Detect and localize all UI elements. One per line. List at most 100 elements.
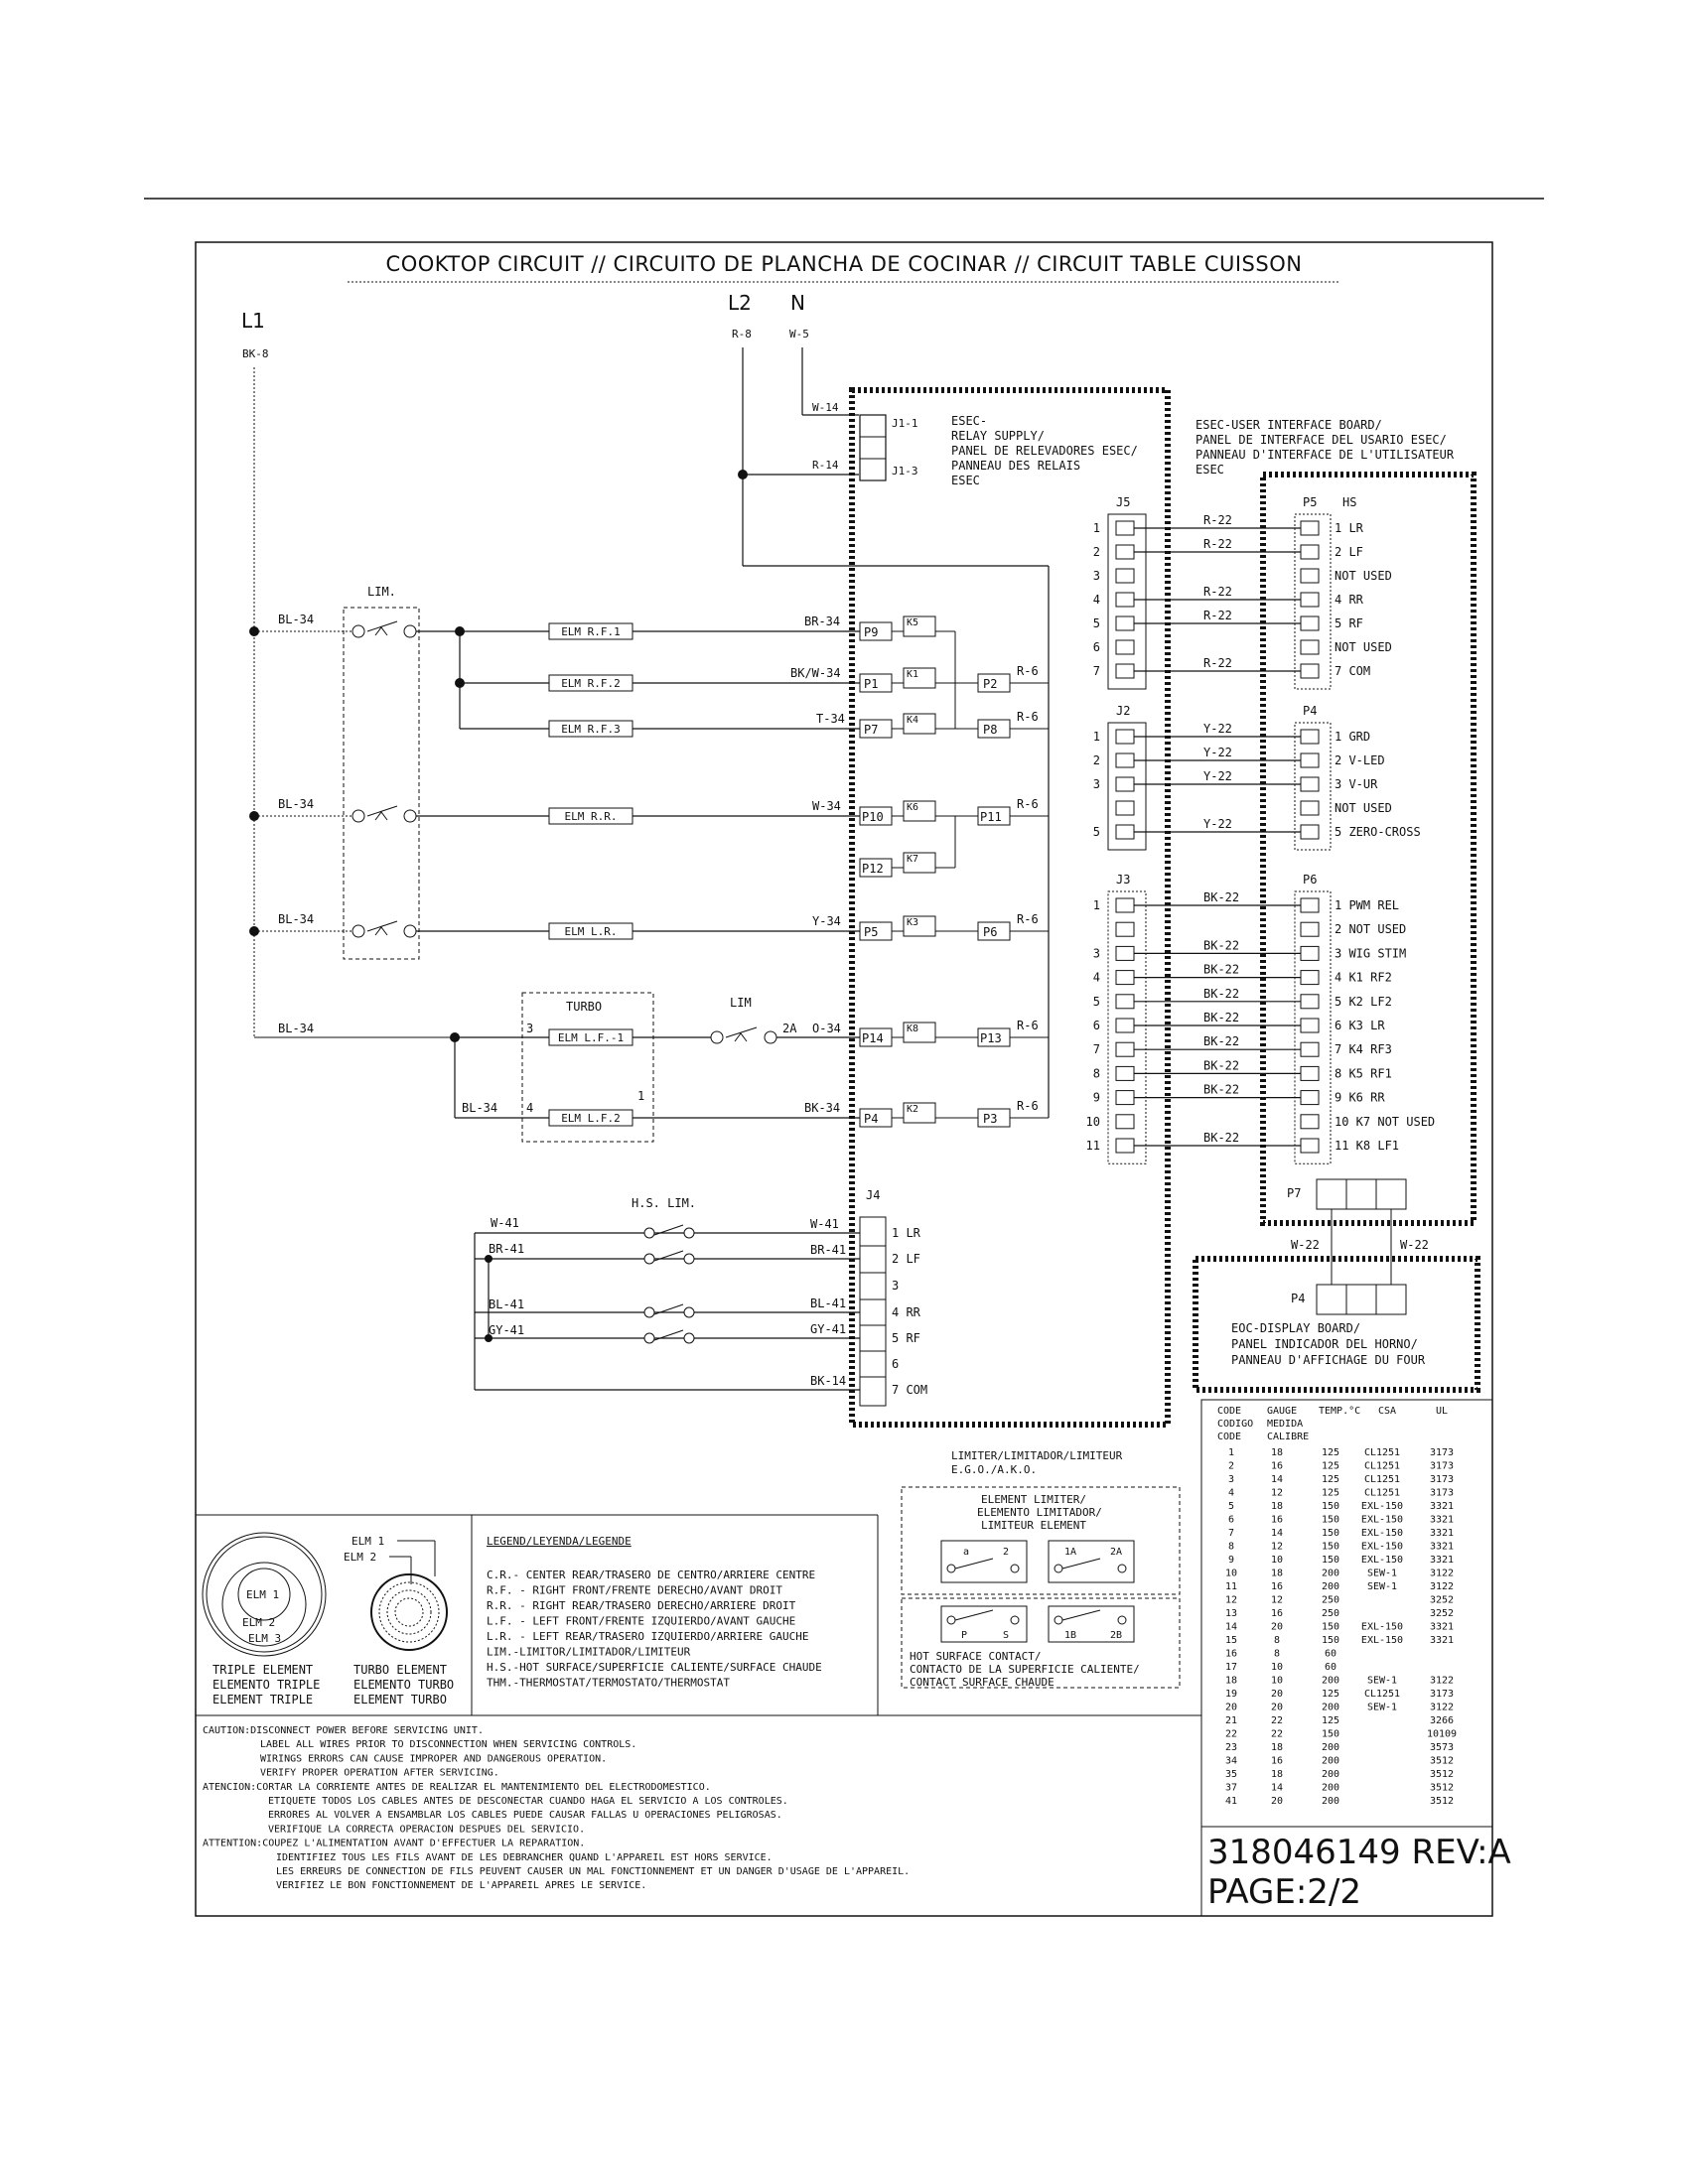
caution-notes: CAUTION:DISCONNECT POWER BEFORE SERVICIN…: [203, 1725, 910, 1891]
wire-y34: Y-34: [812, 914, 841, 928]
wire-table-header: UL: [1436, 1406, 1448, 1417]
j2-name: J2: [1116, 704, 1130, 718]
j2-wire-label: Y-22: [1203, 817, 1232, 831]
diagram-title: COOKTOP CIRCUIT // CIRCUITO DE PLANCHA D…: [386, 252, 1303, 276]
element-rf1-label: ELM R.F.1: [561, 625, 621, 638]
wire-table-cell: 10: [1271, 1662, 1283, 1673]
wire-table-cell: 20: [1225, 1703, 1237, 1713]
relay-board-outline: [849, 387, 1171, 1428]
limiter-element-label-1: ELEMENT LIMITER/: [981, 1493, 1086, 1506]
wire-table-cell: 200: [1322, 1742, 1339, 1753]
wire-table-cell: 3321: [1430, 1528, 1454, 1539]
j3-pin-label: 10 K7 NOT USED: [1335, 1115, 1435, 1129]
n-wire-label: W-5: [789, 328, 809, 341]
wire-table-cell: 16: [1271, 1461, 1283, 1472]
wire-table-cell: 3173: [1430, 1488, 1454, 1499]
j3-name: J3: [1116, 873, 1130, 887]
limiter-element-label-3: LIMITEUR ELEMENT: [981, 1519, 1086, 1532]
wire-table-cell: EXL-150: [1361, 1528, 1403, 1539]
j2-pin-number: 5: [1093, 825, 1100, 839]
wire-table-cell: 150: [1322, 1635, 1339, 1646]
svg-text:P5: P5: [864, 925, 878, 939]
wire-table-cell: 16: [1271, 1756, 1283, 1767]
svg-text:P: P: [961, 1630, 967, 1641]
wire-table-cell: 3321: [1430, 1542, 1454, 1553]
j5-pin-label: 1 LR: [1335, 521, 1364, 535]
wire-table-cell: 125: [1322, 1461, 1339, 1472]
wire-table-cell: 3: [1228, 1474, 1234, 1485]
j2-pname: P4: [1303, 704, 1317, 718]
j1-3-label: J1-3: [892, 465, 918, 478]
j3-pin-label: 7 K4 RF3: [1335, 1042, 1392, 1056]
j3-wire-label: BK-22: [1203, 963, 1239, 977]
j2-pin-label: 1 GRD: [1335, 730, 1370, 744]
svg-text:K7: K7: [907, 854, 918, 865]
limiter-title-1: LIMITER/LIMITADOR/LIMITEUR: [951, 1449, 1123, 1462]
triple-ring-3: ELM 3: [248, 1632, 281, 1645]
l2-label: L2: [728, 291, 752, 315]
wire-table-cell: 3173: [1430, 1689, 1454, 1700]
turbo-element-label-1: TURBO ELEMENT: [353, 1663, 447, 1677]
wire-table-cell: 12: [1271, 1488, 1283, 1499]
wire-table-cell: 22: [1225, 1729, 1237, 1740]
wire-table-cell: 16: [1271, 1515, 1283, 1526]
p7-label: P7: [1287, 1186, 1301, 1200]
n-label: N: [790, 291, 805, 315]
wire-table-cell: 3512: [1430, 1783, 1454, 1794]
wire-table-cell: 200: [1322, 1703, 1339, 1713]
hs-wire-left-3: BL-41: [489, 1297, 524, 1311]
svg-text:K1: K1: [907, 669, 918, 680]
wire-table-cell: EXL-150: [1361, 1501, 1403, 1512]
wire-table-cell: 18: [1271, 1501, 1283, 1512]
j3-pin-number: 4: [1093, 971, 1100, 985]
wire-table-cell: 34: [1225, 1756, 1237, 1767]
wire-table-cell: EXL-150: [1361, 1635, 1403, 1646]
wire-table-cell: 200: [1322, 1783, 1339, 1794]
wire-table-cell: EXL-150: [1361, 1515, 1403, 1526]
j2-pin-label: NOT USED: [1335, 801, 1392, 815]
j3-pin-number: 10: [1086, 1115, 1100, 1129]
j5-pin-label: NOT USED: [1335, 569, 1392, 583]
caution-line: VERIFIEZ LE BON FONCTIONNEMENT DE L'APPA…: [276, 1880, 646, 1891]
svg-text:S: S: [1003, 1630, 1009, 1641]
wire-table-cell: 18: [1271, 1769, 1283, 1780]
wire-table-cell: SEW-1: [1367, 1581, 1397, 1592]
j5-pin-number: 6: [1093, 640, 1100, 654]
legend-line: R.R. - RIGHT REAR/TRASERO DERECHO/ARRIER…: [487, 1599, 796, 1612]
wire-table-cell: 200: [1322, 1796, 1339, 1807]
element-rf2-label: ELM R.F.2: [561, 677, 621, 690]
wire-table-cell: 18: [1271, 1742, 1283, 1753]
svg-text:2B: 2B: [1110, 1630, 1122, 1641]
j3-wire-label: BK-22: [1203, 1131, 1239, 1145]
caution-line: VERIFY PROPER OPERATION AFTER SERVICING.: [260, 1768, 499, 1779]
hs-wire-left-2: BR-41: [489, 1242, 524, 1256]
wire-table-header: CODIGO: [1217, 1419, 1253, 1430]
hs-wire-right: GY-41: [810, 1322, 846, 1336]
j5-pin-number: 3: [1093, 569, 1100, 583]
w22-wire-a: W-22: [1291, 1238, 1320, 1252]
turbo-ring-1: ELM 1: [352, 1535, 384, 1548]
wire-table-cell: 10109: [1427, 1729, 1457, 1740]
wire-table-cell: 20: [1271, 1703, 1283, 1713]
svg-text:P2: P2: [983, 677, 997, 691]
legend-title: LEGEND/LEYENDA/LEGENDE: [487, 1535, 632, 1548]
wire-table-cell: 23: [1225, 1742, 1237, 1753]
l1-wire-label: BK-8: [242, 347, 269, 360]
j3-pin-label: 9 K6 RR: [1335, 1091, 1385, 1105]
wire-table-cell: 1: [1228, 1447, 1234, 1458]
hs-wire-left-4: GY-41: [489, 1323, 524, 1337]
svg-text:2A: 2A: [782, 1022, 797, 1035]
j2-pin-number: 2: [1093, 753, 1100, 767]
triple-element-icon: [202, 1532, 327, 1657]
svg-text:K6: K6: [907, 802, 918, 813]
wire-table-cell: 125: [1322, 1447, 1339, 1458]
wire-table-cell: 150: [1322, 1555, 1339, 1566]
wire-table-cell: 3122: [1430, 1581, 1454, 1592]
display-board-label-3: PANNEAU D'AFFICHAGE DU FOUR: [1231, 1353, 1426, 1367]
svg-text:R-6: R-6: [1017, 1019, 1039, 1032]
svg-text:P4: P4: [864, 1112, 878, 1126]
relay-group-rr: P10 K6 P11 P12 K7 R-6: [859, 797, 1049, 878]
svg-text:HS: HS: [1342, 495, 1356, 509]
wire-table-cell: CL1251: [1364, 1474, 1400, 1485]
